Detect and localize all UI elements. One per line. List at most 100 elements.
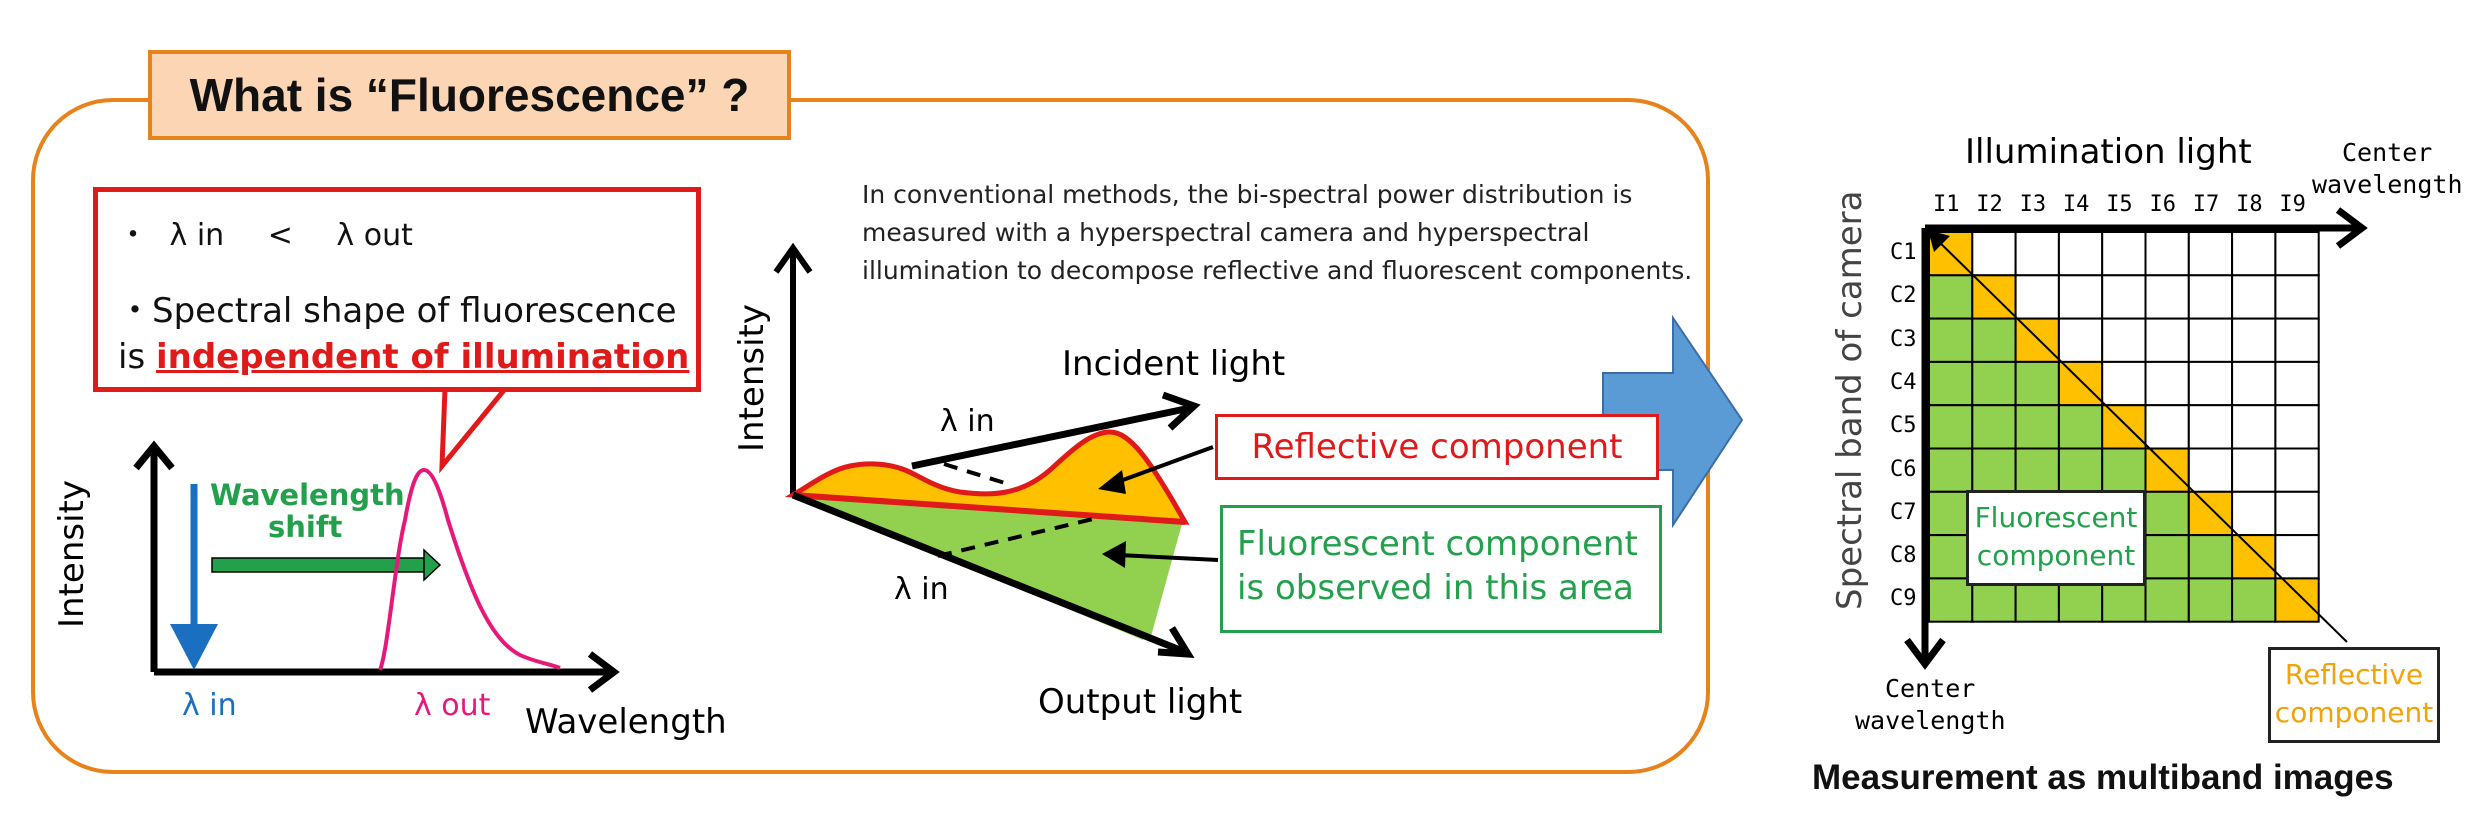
matrix-cell — [2101, 274, 2147, 320]
independence-line: is independent of illumination — [118, 334, 696, 380]
matrix-cell — [2231, 231, 2277, 277]
matrix-cell — [2144, 360, 2190, 407]
matrix-cell — [1971, 231, 2017, 277]
fluorescent-line-2: is observed in this area — [1237, 568, 1634, 608]
matrix-cell — [2057, 317, 2104, 363]
matrix-cell — [2187, 490, 2234, 537]
matrix-cell — [2187, 317, 2234, 363]
row-label: C9 — [1890, 586, 1917, 612]
matrix-cell — [2187, 447, 2234, 493]
y-axis-end-1: Center — [1885, 674, 1976, 703]
x-axis-end-1: Center — [2342, 138, 2433, 167]
matrix-cell — [2144, 577, 2190, 623]
matrix-cell — [2014, 360, 2060, 407]
matrix-cell — [2274, 231, 2320, 277]
matrix-cell — [2274, 360, 2320, 407]
lambda-out-label: λ out — [414, 688, 491, 723]
shift-label-1: Wavelength — [210, 478, 405, 512]
bullet: ・ — [118, 218, 148, 253]
matrix-cell — [2231, 360, 2277, 407]
matrix-cell — [2274, 534, 2320, 580]
matrix-cell — [2187, 231, 2234, 277]
matrix-cell — [2274, 274, 2320, 320]
lambda-in-top-label: λ in — [940, 404, 995, 439]
matrix-cell — [2101, 360, 2147, 407]
callout-tail — [439, 386, 511, 474]
property-box: ・ λ in < λ out ・Spectral shape of fluore… — [93, 187, 701, 392]
reflective-component-box: Reflective component — [1215, 414, 1659, 480]
legend-fluorescent-line-1: Fluorescent — [1974, 501, 2138, 534]
matrix-cell — [2274, 447, 2320, 493]
x-axis-end-2: wavelength — [2312, 170, 2463, 199]
row-label: C6 — [1890, 456, 1917, 482]
matrix-cell — [2187, 404, 2234, 450]
matrix-cell — [2057, 404, 2104, 450]
matrix-cell — [2144, 534, 2190, 580]
matrix-cell — [1928, 447, 1974, 493]
matrix-cell — [2144, 317, 2190, 363]
matrix-cell — [2274, 404, 2320, 450]
matrix-cell — [2144, 231, 2190, 277]
column-label: I1 — [1933, 192, 1960, 217]
matrix-cell — [2187, 360, 2234, 407]
matrix-cell — [2187, 274, 2234, 320]
matrix-cell — [2057, 360, 2104, 407]
matrix-cell — [2144, 490, 2190, 537]
wavelength-relation: ・ λ in < λ out — [118, 210, 696, 254]
row-label: C7 — [1890, 499, 1917, 525]
spectral-shape-line: ・Spectral shape of fluorescence — [118, 291, 677, 331]
wavelength-shift-arrow — [211, 557, 425, 573]
column-label: I8 — [2236, 192, 2263, 217]
matrix-title: Illumination light — [1965, 132, 2252, 172]
matrix-cell — [1928, 577, 1974, 623]
matrix-cell — [2274, 317, 2320, 363]
lambda-in-text: λ in — [169, 218, 225, 253]
column-label: I5 — [2106, 192, 2133, 217]
lambda-in-label: λ in — [182, 688, 237, 723]
fluorescent-line-1: Fluorescent component — [1237, 524, 1638, 564]
matrix-cell — [2144, 447, 2190, 493]
spectrum-xlabel: Wavelength — [525, 702, 727, 742]
column-label: I4 — [2062, 192, 2090, 217]
row-label: C4 — [1890, 369, 1917, 395]
matrix-cell — [2101, 404, 2147, 450]
matrix-cell — [2057, 447, 2104, 493]
page-title: What is “Fluorescence” ? — [148, 50, 791, 140]
matrix-cell — [1928, 317, 1974, 363]
row-label: C1 — [1890, 240, 1917, 265]
lambda-in-bottom-label: λ in — [894, 572, 949, 607]
matrix-cell — [2231, 274, 2277, 320]
legend-reflective: Reflective component — [2268, 647, 2440, 743]
shift-label-2: shift — [268, 510, 343, 544]
matrix-cell — [2231, 534, 2277, 580]
column-label: I2 — [1976, 192, 2003, 217]
bispectral-plot — [773, 242, 1219, 658]
less-than: < — [267, 218, 293, 253]
matrix-cell — [2101, 447, 2147, 493]
matrix-cell — [2057, 231, 2104, 277]
matrix-cell — [1928, 360, 1974, 407]
spectrum-plot — [133, 440, 620, 693]
method-description: In conventional methods, the bi-spectral… — [862, 180, 1693, 285]
matrix-cell — [2144, 274, 2190, 320]
matrix-cell — [2101, 317, 2147, 363]
bottom-title: Measurement as multiband images — [1812, 758, 2394, 797]
matrix-cell — [2187, 577, 2234, 623]
matrix-cell — [2231, 447, 2277, 493]
legend-reflective-line-1: Reflective — [2284, 658, 2424, 691]
matrix-cell — [2187, 534, 2234, 580]
incident-light-label: Incident light — [1062, 344, 1286, 384]
matrix-cell — [1928, 404, 1974, 450]
matrix-cell — [2014, 404, 2060, 450]
row-label: C8 — [1890, 543, 1917, 569]
emission-curve — [378, 467, 561, 671]
independent-highlight: independent of illumination — [155, 337, 690, 377]
row-label: C2 — [1890, 283, 1917, 309]
is-text: is — [118, 337, 156, 377]
matrix-cell — [2231, 404, 2277, 450]
bispectral-ylabel: Intensity — [732, 304, 772, 452]
legend-fluorescent-line-2: component — [1976, 539, 2136, 572]
column-label: I7 — [2192, 192, 2220, 217]
fluorescent-component-box: Fluorescent component is observed in thi… — [1220, 505, 1662, 633]
matrix-cell — [1928, 534, 1974, 580]
